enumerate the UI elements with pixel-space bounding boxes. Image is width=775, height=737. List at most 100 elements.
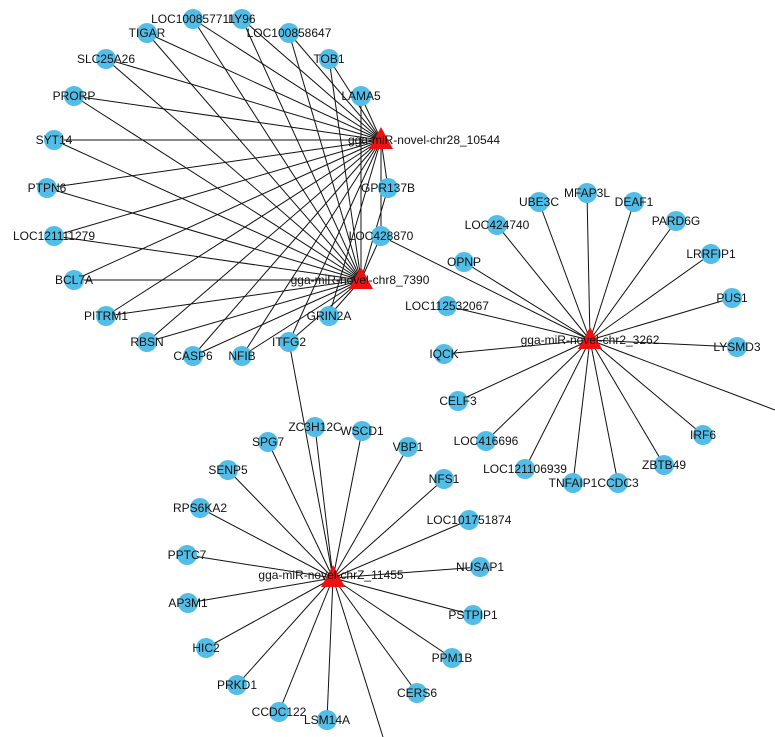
edge	[241, 279, 362, 357]
gene-node[interactable]	[608, 473, 628, 493]
gene-label: PARD6G	[652, 214, 700, 228]
edge	[236, 577, 334, 686]
gene-node[interactable]	[352, 421, 372, 441]
edge	[192, 18, 362, 281]
gene-node[interactable]	[137, 332, 157, 352]
edge	[288, 139, 382, 343]
edge	[586, 192, 591, 341]
gene-node[interactable]	[218, 460, 238, 480]
gene-node[interactable]	[227, 675, 247, 695]
edge	[496, 224, 591, 341]
edge	[443, 339, 591, 355]
mirna-label: gga-miR-novel-chr8_7390	[291, 273, 430, 287]
edge	[288, 341, 334, 579]
gene-node[interactable]	[269, 702, 289, 722]
edge	[267, 441, 334, 579]
gene-label: DEAF1	[615, 195, 654, 209]
gene-label: SENP5	[208, 463, 248, 477]
gene-node[interactable]	[666, 211, 686, 231]
gene-node[interactable]	[178, 593, 198, 613]
gene-node[interactable]	[577, 183, 597, 203]
gene-node[interactable]	[442, 648, 462, 668]
gene-node[interactable]	[190, 498, 210, 518]
gene-node[interactable]	[37, 178, 57, 198]
gene-node[interactable]	[434, 344, 454, 364]
gene-label: LOC112532067	[405, 299, 489, 313]
gene-node[interactable]	[317, 710, 337, 730]
gene-node[interactable]	[454, 252, 474, 272]
gene-label: HIC2	[192, 641, 220, 655]
gene-node[interactable]	[378, 178, 398, 198]
gene-label: UBE3C	[519, 195, 559, 209]
edge	[105, 139, 382, 317]
gene-label: MFAP3L	[564, 186, 610, 200]
gene-node[interactable]	[44, 130, 64, 150]
gene-node[interactable]	[279, 332, 299, 352]
edge	[589, 339, 775, 411]
gene-label: LRRFIP1	[686, 247, 736, 261]
gene-node[interactable]	[701, 244, 721, 264]
gene-node[interactable]	[529, 192, 549, 212]
gene-node[interactable]	[624, 192, 644, 212]
gene-node[interactable]	[371, 226, 391, 246]
gene-label: OPNP	[447, 255, 481, 269]
gene-node[interactable]	[351, 86, 371, 106]
gene-node[interactable]	[319, 49, 339, 69]
mirna-node[interactable]	[369, 127, 393, 149]
mirna-node[interactable]	[349, 267, 373, 289]
gene-node[interactable]	[515, 459, 535, 479]
mirna-node[interactable]	[578, 327, 602, 349]
gene-node[interactable]	[305, 417, 325, 437]
gene-node[interactable]	[727, 337, 747, 357]
gene-node[interactable]	[96, 306, 116, 326]
gene-node[interactable]	[319, 306, 339, 326]
gene-node[interactable]	[407, 683, 427, 703]
gene-node[interactable]	[459, 510, 479, 530]
gene-label: NFS1	[429, 472, 460, 486]
gene-node[interactable]	[487, 215, 507, 235]
gene-node[interactable]	[44, 226, 64, 246]
gene-node[interactable]	[232, 346, 252, 366]
mirna-node[interactable]	[321, 565, 345, 587]
gene-node[interactable]	[279, 23, 299, 43]
gene-label: CCDC122	[252, 705, 307, 719]
gene-node[interactable]	[563, 473, 583, 493]
gene-label: NUSAP1	[456, 560, 504, 574]
gene-node[interactable]	[96, 49, 116, 69]
gene-node[interactable]	[476, 431, 496, 451]
gene-label: LOC121106939	[483, 462, 567, 476]
edge	[278, 577, 334, 713]
gene-node[interactable]	[232, 9, 252, 29]
gene-node[interactable]	[64, 270, 84, 290]
gene-node[interactable]	[448, 391, 468, 411]
gene-node[interactable]	[654, 455, 674, 475]
edge	[457, 339, 591, 402]
gene-node[interactable]	[64, 86, 84, 106]
gene-node[interactable]	[183, 9, 203, 29]
gene-label: LAMA5	[341, 89, 381, 103]
edge	[332, 577, 474, 616]
gene-node[interactable]	[258, 432, 278, 452]
gene-node[interactable]	[434, 469, 454, 489]
gene-node[interactable]	[463, 605, 483, 625]
gene-node[interactable]	[693, 425, 713, 445]
gene-node[interactable]	[722, 288, 742, 308]
gene-node[interactable]	[137, 23, 157, 43]
gene-label: PPTC7	[168, 548, 207, 562]
edge	[589, 297, 733, 341]
gene-node[interactable]	[196, 638, 216, 658]
gene-label: IRF6	[690, 428, 716, 442]
gene-node[interactable]	[470, 557, 490, 577]
gene-node[interactable]	[437, 296, 457, 316]
edge	[146, 139, 382, 343]
gene-label: PPM1B	[432, 651, 473, 665]
gene-node[interactable]	[183, 346, 203, 366]
gene-label: CCDC3	[597, 476, 639, 490]
gene-label: LYSMD3	[713, 340, 760, 354]
edge	[332, 446, 409, 579]
gene-node[interactable]	[177, 545, 197, 565]
gene-label: TNFAIP1	[549, 476, 598, 490]
gene-node[interactable]	[398, 437, 418, 457]
